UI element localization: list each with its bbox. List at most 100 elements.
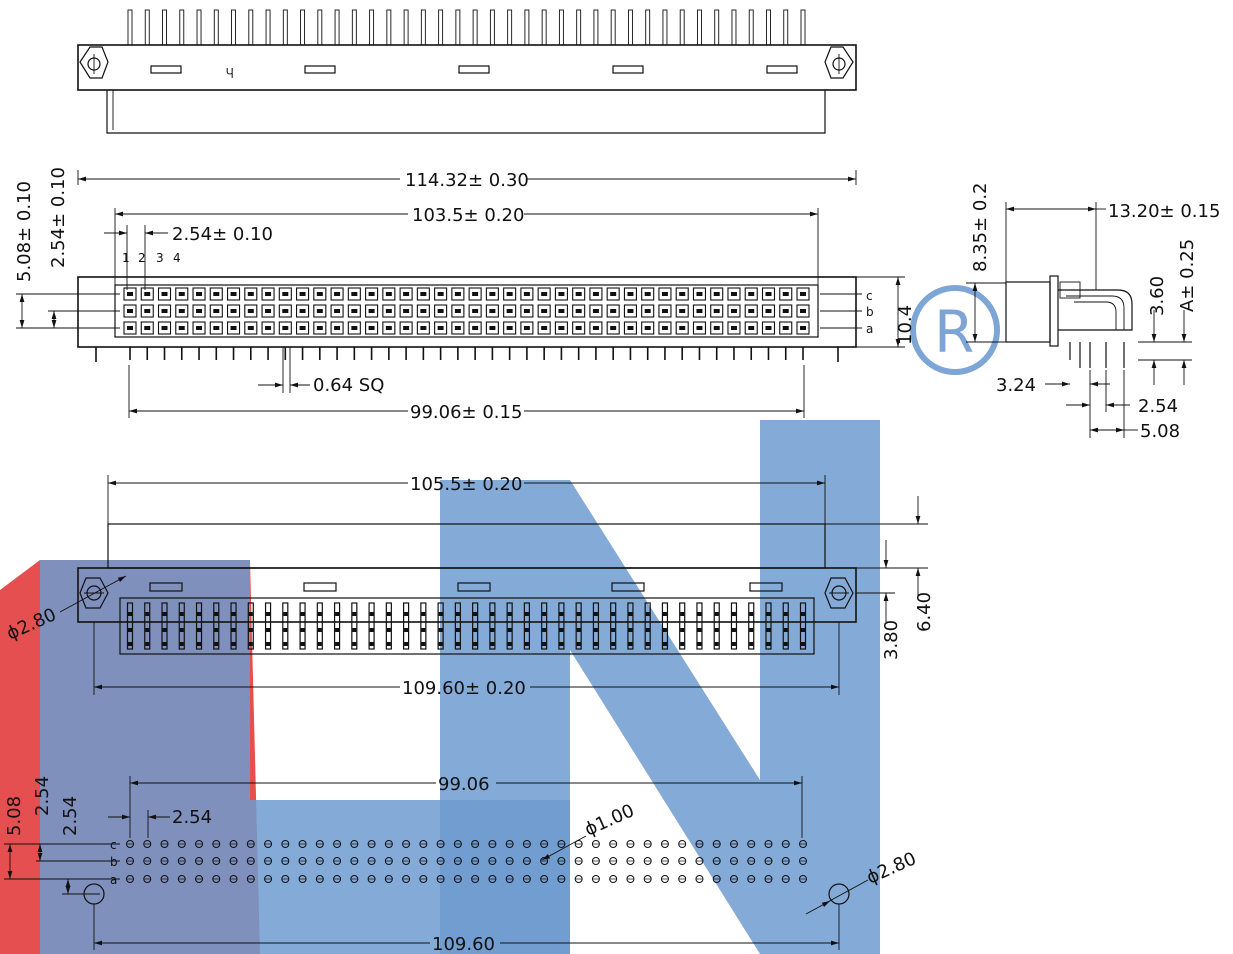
pin-tail-mark	[317, 628, 322, 632]
pin-tail-mark	[179, 628, 184, 632]
pin-tail	[195, 602, 203, 650]
top-pin	[748, 9, 754, 46]
top-pin	[438, 9, 444, 46]
contact-socket	[316, 326, 323, 330]
contact-socket	[523, 326, 530, 330]
contact-cell	[365, 304, 379, 318]
top-pin	[731, 9, 737, 46]
contact-cell	[434, 304, 448, 318]
latch-slot	[150, 65, 182, 74]
pin-tail-mark	[300, 628, 305, 632]
contact-cell	[606, 321, 620, 335]
contact-cell	[572, 321, 586, 335]
contact-cell	[365, 321, 379, 335]
pcb-pitch-dim: 2.54	[172, 807, 212, 828]
contact-cell	[589, 287, 603, 301]
contact-socket	[610, 309, 617, 313]
pin-tail-mark	[645, 642, 650, 646]
contact-socket	[247, 326, 254, 330]
bottom-depth-2-dim: 3.80	[881, 620, 902, 660]
top-left-mount-hole-icon	[79, 46, 109, 79]
pin-tail-mark	[248, 642, 253, 646]
pin-tail-mark	[714, 628, 719, 632]
pin-tail	[558, 602, 565, 650]
contact-socket	[558, 326, 565, 330]
watermark-letter-l	[40, 560, 570, 954]
top-pin	[610, 9, 616, 46]
contact-cell	[779, 287, 793, 301]
contact-cell	[313, 321, 327, 335]
top-pin	[127, 9, 133, 46]
contact-cell	[434, 321, 448, 335]
top-pin	[800, 9, 806, 46]
contact-cell	[761, 287, 776, 301]
contact-cell	[692, 304, 707, 318]
contact-cell	[692, 287, 707, 301]
contact-socket	[472, 309, 479, 313]
pin-tail	[144, 602, 151, 650]
pin-tail-mark	[369, 642, 374, 646]
row-label-b: b	[866, 305, 874, 319]
contact-socket	[196, 309, 203, 313]
top-pin	[662, 9, 668, 46]
contact-cell	[727, 321, 741, 335]
contact-socket	[316, 292, 323, 296]
contact-socket	[679, 326, 686, 330]
contact-cell	[485, 304, 499, 318]
contact-cell	[451, 287, 465, 301]
pcb-row-2a-dim: 2.54	[32, 776, 53, 816]
contact-cell	[175, 321, 189, 335]
contact-cell	[692, 321, 707, 335]
contact-socket	[351, 309, 358, 313]
contact-cell	[278, 304, 292, 318]
contact-socket	[334, 292, 341, 296]
contact-cell	[399, 321, 413, 335]
side-view: 13.20± 0.15 8.35± 0.2 3.60 A± 0.25 3.24	[966, 182, 1220, 442]
contact-cell	[727, 304, 741, 318]
pin-tail-mark	[473, 642, 478, 646]
pin-tail-mark	[576, 628, 581, 632]
top-pin	[524, 9, 530, 46]
contact-cell	[226, 304, 241, 318]
pin-tail-mark	[731, 628, 736, 632]
pin-tail-mark	[559, 642, 564, 646]
contact-cell	[192, 321, 206, 335]
side-pitch-2-dim: 5.08	[1140, 421, 1180, 442]
contact-socket	[541, 292, 548, 296]
contact-socket	[299, 292, 306, 296]
pin-tail-mark	[628, 628, 633, 632]
bottom-view-pin-tails	[126, 602, 807, 650]
contact-cell	[175, 304, 189, 318]
pin-tail-mark	[783, 628, 788, 632]
side-a-dim: A± 0.25	[1177, 239, 1198, 312]
contact-cell	[451, 304, 465, 318]
top-view: Ⴗ	[77, 9, 857, 134]
top-pin	[472, 9, 478, 46]
contact-socket	[748, 309, 755, 313]
pin-tail	[230, 602, 237, 650]
top-pin	[558, 9, 564, 46]
contact-cell	[623, 321, 637, 335]
top-pin	[179, 9, 185, 46]
pin-tail-mark	[455, 612, 460, 616]
pin-tail	[696, 602, 703, 650]
top-pin	[576, 9, 582, 46]
pin-tail	[264, 602, 272, 650]
latch-slot	[457, 582, 491, 592]
contact-socket	[178, 309, 185, 313]
pin-tail	[126, 602, 134, 650]
pin-tail-mark	[749, 612, 754, 616]
contact-socket	[334, 309, 341, 313]
contact-socket	[541, 309, 548, 313]
pin-tail-mark	[714, 642, 719, 646]
contact-socket	[213, 326, 220, 330]
contact-socket	[765, 292, 772, 296]
contact-cell	[675, 304, 689, 318]
pin-tail-mark	[404, 612, 409, 616]
contact-socket	[472, 326, 479, 330]
contact-socket	[299, 326, 306, 330]
top-pin	[507, 9, 513, 46]
contact-cell	[296, 321, 310, 335]
contact-cell	[710, 287, 724, 301]
contact-cell	[123, 321, 137, 335]
